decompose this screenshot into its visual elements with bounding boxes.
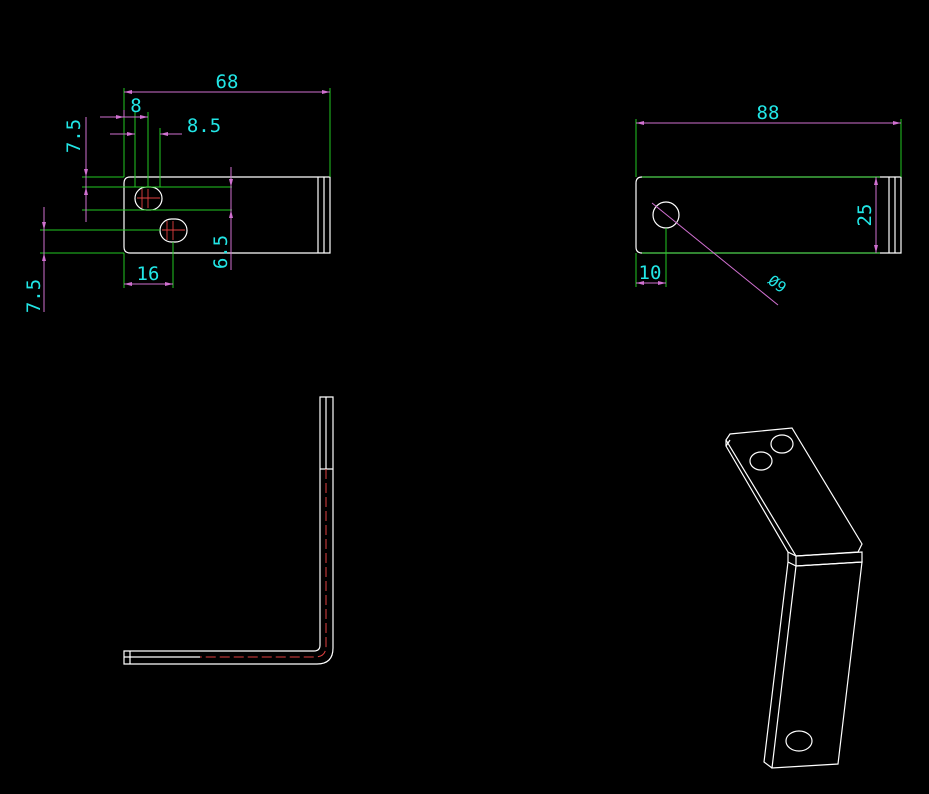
bracket-outer-profile: [123, 396, 334, 665]
right-view: 88 25 10 Ø9: [635, 102, 902, 306]
right-dimension-arrows: [636, 121, 901, 285]
dim-10: 10: [639, 262, 662, 284]
front-view-outline: [123, 176, 331, 254]
slot-hole-2: [159, 218, 188, 243]
slot-hole-1: [134, 186, 163, 211]
dim-25: 25: [854, 204, 876, 227]
iso-leg-side: [763, 561, 789, 769]
iso-top-face-edge: [725, 440, 797, 557]
hidden-line: [200, 469, 327, 658]
dim-6-5: 6.5: [210, 235, 232, 269]
right-view-outline: [635, 176, 902, 254]
dim-88: 88: [757, 102, 780, 124]
iso-corner: [725, 439, 731, 447]
hole-centerlines: [137, 189, 185, 240]
dim-dia-9: Ø9: [764, 271, 789, 296]
iso-hole-1: [770, 434, 794, 454]
dim-8-5: 8.5: [187, 115, 221, 137]
front-dimension-arrows: [42, 90, 330, 286]
front-extension-lines: [40, 88, 331, 288]
round-hole: [652, 201, 680, 229]
iso-top-face: [725, 427, 863, 557]
dim-8: 8: [130, 95, 141, 117]
dim-16: 16: [137, 263, 160, 285]
top-view-section: [123, 396, 334, 665]
iso-hole-2: [749, 451, 773, 471]
dim-7-5-top: 7.5: [63, 119, 85, 153]
iso-leg: [771, 561, 863, 769]
isometric-view: [725, 427, 863, 769]
dim-7-5-bottom: 7.5: [23, 279, 45, 313]
dim-68: 68: [216, 71, 239, 93]
iso-hole-3: [785, 730, 813, 752]
iso-bend-edge-2: [787, 561, 797, 567]
front-view: 68 8 8.5 7.5 7.5 16 6.5: [23, 71, 331, 313]
right-extension-lines: [635, 119, 902, 287]
